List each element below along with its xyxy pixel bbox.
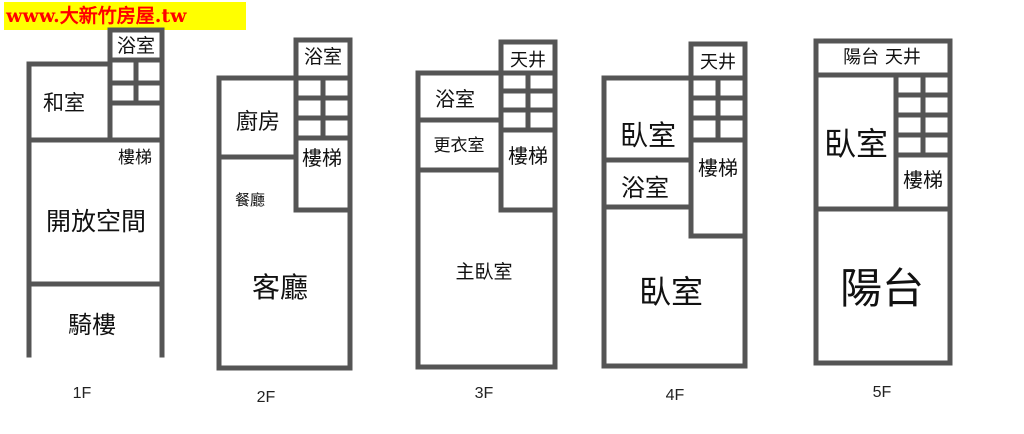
floor-1f: 浴室 和室 樓梯 開放空間 騎樓 1F [26,27,165,402]
floor-4f: 天井 臥室 浴室 樓梯 臥室 4F [601,41,748,404]
room-1f-open: 開放空間 [46,207,146,236]
label-2f: 2F [257,389,276,406]
floor-3f: 天井 浴室 更衣室 樓梯 主臥室 3F [415,39,558,402]
room-2f-kitchen: 廚房 [236,110,280,135]
room-4f-skylight: 天井 [700,52,736,73]
room-1f-stairs: 樓梯 [118,148,152,168]
room-5f-bedroom: 臥室 [824,125,888,163]
room-2f-stairs: 樓梯 [302,146,342,170]
floor-2f: 浴室 廚房 樓梯 餐廳 客廳 2F [216,37,353,406]
room-3f-master: 主臥室 [455,261,512,283]
room-2f-living: 客廳 [252,271,308,304]
room-4f-bath: 浴室 [621,174,669,202]
room-2f-dining: 餐廳 [235,191,265,209]
floor-5f: 陽台 天井 臥室 樓梯 陽台 5F [813,38,953,401]
label-1f: 1F [73,385,92,402]
room-5f-balcony-skylight: 陽台 天井 [843,47,921,68]
room-3f-stairs: 樓梯 [508,144,548,168]
room-1f-japanese: 和室 [43,91,85,115]
label-4f: 4F [666,387,685,404]
room-4f-bedroom: 臥室 [620,119,676,152]
room-1f-arcade: 騎樓 [68,311,116,339]
room-3f-closet: 更衣室 [434,136,485,156]
room-5f-stairs: 樓梯 [903,168,943,192]
room-3f-bath: 浴室 [435,87,475,111]
label-3f: 3F [475,385,494,402]
watermark: www.大新竹房屋.tw [4,2,246,30]
room-1f-bath: 浴室 [117,35,155,57]
room-2f-bath: 浴室 [304,46,342,68]
room-3f-skylight: 天井 [510,50,546,71]
room-4f-stairs: 樓梯 [698,156,738,180]
room-4f-bedroom2: 臥室 [639,273,703,311]
room-5f-balcony: 陽台 [840,264,924,313]
label-5f: 5F [873,384,892,401]
